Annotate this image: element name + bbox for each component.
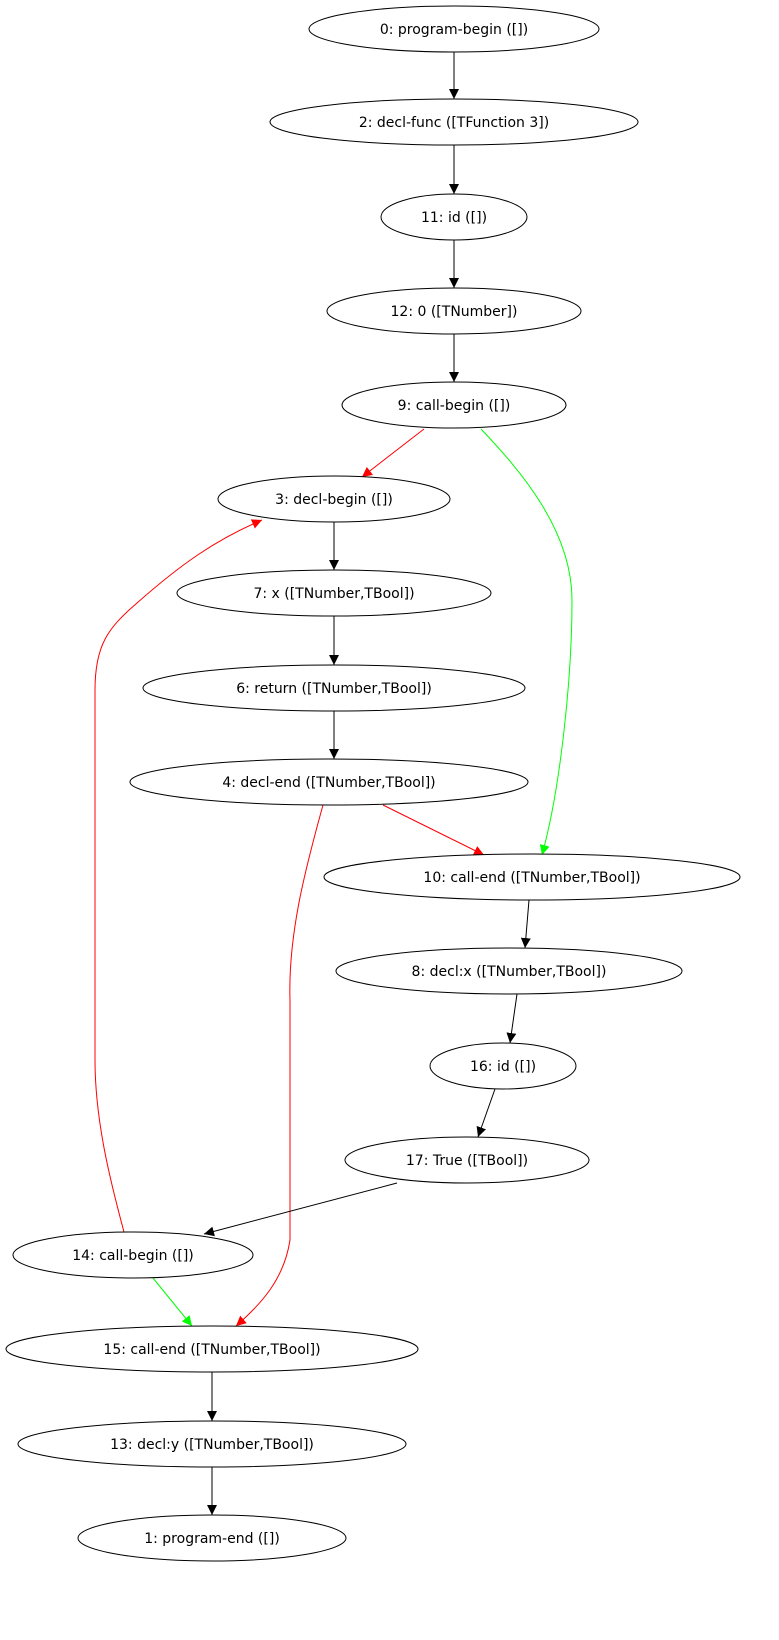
node-6: 6: return ([TNumber,TBool]) [142,664,526,712]
edge-n9-to-n3 [361,428,425,478]
node-ellipse [129,758,529,806]
edge-n8-to-n16 [506,993,518,1044]
node-label: 16: id ([]) [470,1059,536,1075]
edge-line [94,519,263,1233]
node-ellipse [269,98,639,146]
edge-line [506,993,518,1044]
nodes-layer: 0: program-begin ([]) 2: decl-func ([TFun… [5,5,741,1562]
node-label: 12: 0 ([TNumber]) [391,304,518,320]
edge-n14-to-n15 [152,1277,193,1327]
node-4: 4: decl-end ([TNumber,TBool]) [129,758,529,806]
edge-line [361,428,425,478]
node-ellipse [77,1514,347,1562]
node-label: 17: True ([TBool]) [406,1153,528,1169]
node-ellipse [176,569,492,617]
node-label: 7: x ([TNumber,TBool]) [253,586,414,602]
node-0: 0: program-begin ([]) [308,5,600,53]
node-label: 0: program-begin ([]) [380,22,528,38]
node-ellipse [12,1231,254,1279]
node-13: 13: decl:y ([TNumber,TBool]) [17,1420,407,1468]
node-ellipse [380,193,528,241]
node-label: 4: decl-end ([TNumber,TBool]) [222,775,435,791]
edge-line [480,428,573,856]
node-label: 15: call-end ([TNumber,TBool]) [103,1342,320,1358]
node-ellipse [17,1420,407,1468]
node-ellipse [323,853,741,901]
edge-n4-to-n15 [235,804,324,1327]
node-ellipse [429,1042,577,1090]
node-2: 2: decl-func ([TFunction 3]) [269,98,639,146]
node-label: 6: return ([TNumber,TBool]) [236,681,432,697]
node-ellipse [5,1325,419,1373]
edge-line [476,1088,496,1138]
edge-line [203,1182,398,1237]
node-label: 9: call-begin ([]) [398,398,511,414]
edges-layer [94,52,573,1515]
node-16: 16: id ([]) [429,1042,577,1090]
node-label: 10: call-end ([TNumber,TBool]) [423,870,640,886]
node-ellipse [217,475,451,523]
node-12: 12: 0 ([TNumber]) [326,287,582,335]
node-15: 15: call-end ([TNumber,TBool]) [5,1325,419,1373]
edge-line [152,1277,193,1327]
node-label: 8: decl:x ([TNumber,TBool]) [412,964,607,980]
node-label: 2: decl-func ([TFunction 3]) [359,115,549,131]
node-3: 3: decl-begin ([]) [217,475,451,523]
node-8: 8: decl:x ([TNumber,TBool]) [335,947,683,995]
edge-n17-to-n14 [203,1182,398,1237]
node-14: 14: call-begin ([]) [12,1231,254,1279]
edge-n4-to-n10 [382,804,485,856]
node-9: 9: call-begin ([]) [341,381,567,429]
node-label: 14: call-begin ([]) [72,1248,194,1264]
edge-n14-to-n3 [94,519,263,1233]
node-ellipse [344,1136,590,1184]
edge-line [382,804,485,856]
node-ellipse [335,947,683,995]
node-ellipse [341,381,567,429]
node-label: 3: decl-begin ([]) [275,492,393,508]
node-ellipse [308,5,600,53]
node-ellipse [142,664,526,712]
edge-line [235,804,324,1327]
edge-n10-to-n8 [520,899,531,949]
edge-n9-to-n10 [480,428,573,856]
node-label: 13: decl:y ([TNumber,TBool]) [110,1437,314,1453]
node-ellipse [326,287,582,335]
edge-n16-to-n17 [476,1088,496,1138]
edge-line [520,899,531,949]
node-10: 10: call-end ([TNumber,TBool]) [323,853,741,901]
node-label: 1: program-end ([]) [144,1531,280,1547]
node-1: 1: program-end ([]) [77,1514,347,1562]
node-label: 11: id ([]) [421,210,487,226]
node-7: 7: x ([TNumber,TBool]) [176,569,492,617]
node-17: 17: True ([TBool]) [344,1136,590,1184]
node-11: 11: id ([]) [380,193,528,241]
